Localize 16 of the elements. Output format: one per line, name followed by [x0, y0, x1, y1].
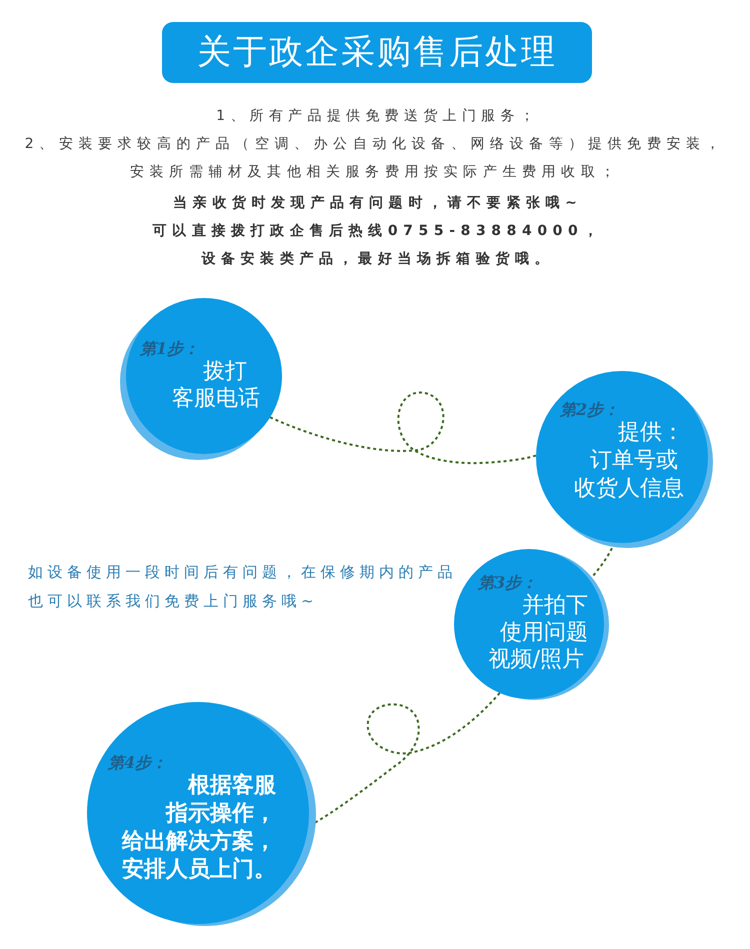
notice-text: 可以直接拨打政企售后热线0755-83884000，: [152, 222, 603, 241]
step-label: 第1步：: [140, 341, 200, 357]
step-text: 并拍下使用问题视频/照片: [488, 592, 588, 673]
info-text: 1、所有产品提供免费送货上门服务；: [215, 107, 540, 126]
step-label: 第3步：: [478, 575, 538, 591]
notice-text: 设备安装类产品，最好当场拆箱验货哦。: [200, 250, 554, 269]
step-text: 提供：订单号或收货人信息: [572, 419, 684, 503]
step-label: 第2步：: [560, 402, 620, 418]
info-text: 2、安装要求较高的产品（空调、办公自动化设备、网络设备等）提供免费安装，安装所需辅材及其他相关服务费用按实际产生费用收取；: [24, 135, 726, 182]
step-text: 根据客服指示操作，给出解决方案，安排人员上门。: [120, 772, 276, 884]
step-text: 拨打客服电话: [170, 358, 260, 412]
dotted-connector: [270, 392, 536, 464]
notice-text: 当亲收货时发现产品有问题时，请不要紧张哦~: [172, 194, 582, 213]
step-label: 第4步：: [108, 755, 168, 771]
title-banner: 关于政企采购售后处理: [162, 22, 592, 83]
note-text: 如设备使用一段时间后有问题，在保修期内的产品也可以联系我们免费上门服务哦~: [28, 562, 458, 612]
